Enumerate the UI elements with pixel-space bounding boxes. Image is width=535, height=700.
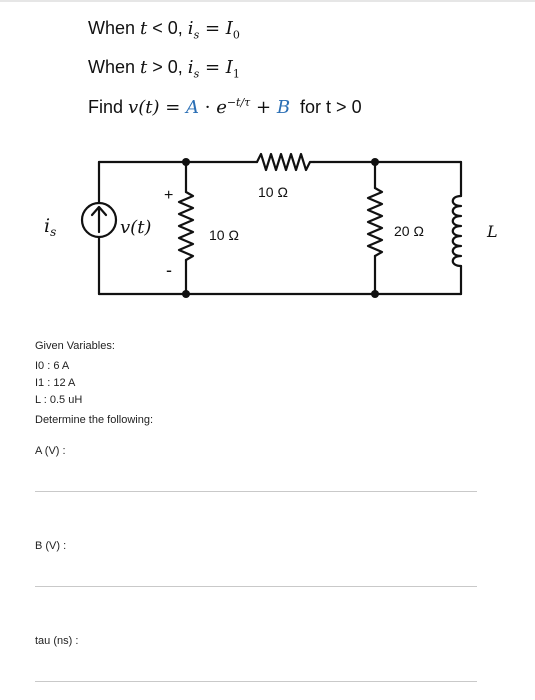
inductor-label: L [486, 222, 498, 241]
answer-b-label: B (V) : [35, 540, 67, 552]
r-top-resistor [255, 152, 316, 172]
cond-lt0: < 0, [147, 18, 188, 38]
given-l: L : 0.5 uH [35, 394, 83, 406]
source-arrow-icon [90, 205, 108, 234]
plus: + [250, 97, 277, 118]
equals: = [199, 18, 226, 39]
answer-tau-label: tau (ns) : [35, 635, 79, 647]
sub-s: s [193, 28, 200, 42]
var-i: i [187, 18, 194, 39]
text-find: Find [88, 97, 129, 117]
r-right-label: 20 Ω [394, 223, 424, 239]
cond-gt0: > 0, [147, 57, 188, 77]
func-vt: v(t) [128, 97, 160, 118]
cond-tgt0: for t > 0 [290, 97, 362, 117]
var-B: B [276, 97, 291, 118]
r-top-label: 10 Ω [258, 184, 288, 200]
circuit-diagram: is v(t) L + - 10 Ω 10 Ω 20 Ω [44, 152, 498, 298]
given-i1: I1 : 12 A [35, 377, 76, 389]
var-I: I [225, 18, 233, 39]
given-i0: I0 : 6 A [35, 360, 70, 372]
equals: = [159, 97, 187, 118]
var-I: I [225, 57, 233, 78]
plus-sign: + [164, 187, 173, 204]
text-when: When [88, 18, 141, 38]
r-left-resistor [177, 190, 195, 262]
answer-tau-input[interactable] [35, 681, 477, 682]
node-bottom-right [371, 290, 379, 298]
var-t: t [140, 57, 148, 78]
answer-b-input[interactable] [35, 586, 477, 587]
inductor-coil [451, 194, 463, 268]
source-label: is [44, 215, 56, 239]
sub-s: s [193, 67, 200, 81]
r-left-label: 10 Ω [209, 227, 239, 243]
determine-text: Determine the following: [35, 414, 154, 426]
answer-a-input[interactable] [35, 491, 477, 492]
sub-0: 0 [232, 28, 240, 42]
node-bottom-left [182, 290, 190, 298]
dot: · [199, 97, 217, 118]
equals: = [199, 57, 226, 78]
var-t: t [140, 18, 148, 39]
top-border [0, 0, 535, 2]
condition-line-2: When t > 0, is = I1 [88, 57, 240, 81]
exponent: −t/τ [226, 96, 251, 109]
answer-a-label: A (V) : [35, 445, 66, 457]
sub-1: 1 [232, 67, 240, 81]
current-source [80, 201, 118, 239]
given-heading: Given Variables: [35, 340, 115, 352]
node-top-right [371, 158, 379, 166]
var-i: i [187, 57, 194, 78]
node-top-left [182, 158, 190, 166]
minus-sign: - [166, 260, 172, 280]
var-A: A [186, 97, 200, 118]
var-e: e [216, 97, 227, 118]
condition-line-1: When t < 0, is = I0 [88, 18, 240, 42]
r-right-resistor [366, 186, 384, 258]
voltage-label: v(t) [120, 217, 151, 238]
text-when: When [88, 57, 141, 77]
find-line: Find v(t) = A · e−t/τ + B for t > 0 [88, 96, 362, 118]
